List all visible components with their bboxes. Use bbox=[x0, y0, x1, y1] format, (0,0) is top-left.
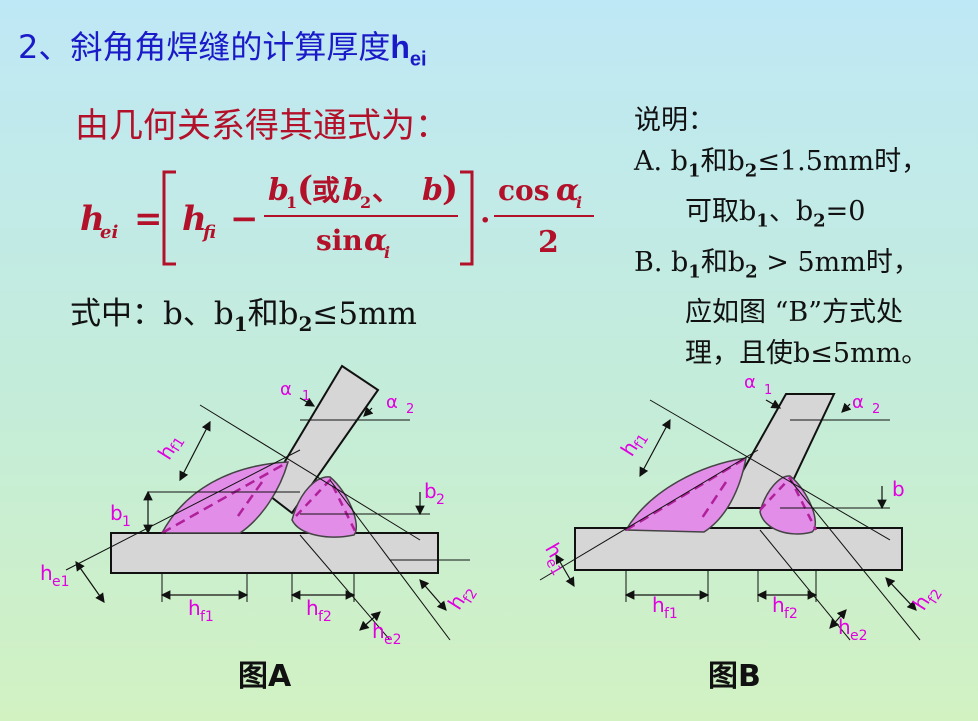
formula-two: 2 bbox=[538, 225, 559, 260]
formula-lhs-sub: ei bbox=[100, 222, 118, 243]
dimension-arrows bbox=[75, 397, 447, 631]
weld-left-dash bbox=[625, 456, 747, 532]
figure-b-caption: 图B bbox=[708, 659, 761, 694]
svg-text:f1: f1 bbox=[664, 606, 678, 622]
condition-post: ≤5mm bbox=[312, 296, 417, 332]
svg-text:α: α bbox=[852, 392, 864, 413]
construction-lines bbox=[65, 404, 470, 641]
formula-den-alpha-sub: i bbox=[384, 243, 390, 262]
formula-paren-open: ( bbox=[297, 169, 313, 209]
svg-text:α: α bbox=[386, 392, 398, 413]
formula-minus: − bbox=[230, 199, 259, 239]
svg-text:f2: f2 bbox=[784, 606, 798, 622]
svg-text:h: h bbox=[372, 619, 385, 643]
note-b-line3: 理，且使b≤5mm。 bbox=[685, 338, 929, 370]
formula-cos: cos bbox=[498, 174, 550, 207]
formula-intro: 由几何关系得其通式为： bbox=[75, 106, 449, 146]
formula-term1: h bbox=[182, 199, 207, 239]
formula-lhs: h bbox=[80, 199, 105, 239]
note-a-line2: 可取b1、b2=0 bbox=[685, 196, 866, 232]
formula-num-b2: b bbox=[342, 173, 363, 208]
condition-pre: 式中：b、b bbox=[70, 296, 234, 332]
svg-text:1: 1 bbox=[122, 514, 131, 530]
slide-title: 2、斜角角焊缝的计算厚度hei bbox=[18, 22, 427, 71]
formula-dot: · bbox=[480, 203, 490, 238]
title-var: h bbox=[390, 29, 410, 65]
svg-text:h: h bbox=[652, 593, 665, 617]
right-bracket bbox=[460, 170, 474, 266]
svg-text:f1: f1 bbox=[200, 609, 214, 625]
svg-text:α: α bbox=[744, 372, 756, 393]
formula-paren-close: ) bbox=[442, 169, 458, 209]
formula-term1-sub: fi bbox=[201, 222, 216, 243]
formula-num-b2-sub: 2 bbox=[360, 193, 371, 212]
weld-left-dash bbox=[161, 460, 289, 535]
title-text: 2、斜角角焊缝的计算厚度 bbox=[18, 28, 391, 66]
svg-text:b: b bbox=[110, 501, 123, 525]
figure-a-caption: 图A bbox=[238, 659, 292, 694]
svg-text:e2: e2 bbox=[384, 632, 402, 648]
weld-right-dash bbox=[759, 475, 818, 531]
formula-eq: = bbox=[134, 199, 163, 239]
construction-lines bbox=[539, 399, 921, 641]
formula-den-alpha: α bbox=[364, 223, 387, 258]
condition-sub1: 1 bbox=[233, 312, 248, 337]
formula-cos-alpha: α bbox=[556, 173, 579, 208]
note-b-line2: 应如图 “B”方式处 bbox=[685, 297, 904, 329]
svg-text:2: 2 bbox=[436, 492, 445, 508]
svg-text:e1: e1 bbox=[52, 574, 70, 590]
svg-text:2: 2 bbox=[872, 402, 880, 417]
svg-text:h: h bbox=[306, 596, 319, 620]
notes-heading: 说明： bbox=[634, 105, 715, 136]
formula-num-b1-sub: 1 bbox=[286, 193, 297, 212]
formula: h ei = h fi − b 1 ( 或 b 2 、 b ) sin α i … bbox=[80, 169, 594, 266]
dimension-arrows bbox=[555, 399, 917, 629]
svg-text:α: α bbox=[280, 379, 292, 400]
svg-text:1: 1 bbox=[764, 383, 772, 398]
formula-num-or: 或 bbox=[312, 174, 340, 207]
weld-right bbox=[759, 475, 817, 535]
condition-line: 式中：b、b1和b2≤5mm bbox=[70, 288, 417, 336]
svg-text:h: h bbox=[188, 596, 201, 620]
formula-num-b1: b bbox=[268, 173, 289, 208]
note-a-line1: A. b1和b2≤1.5mm时， bbox=[634, 146, 929, 182]
weld-right bbox=[291, 476, 358, 538]
base-plate bbox=[110, 532, 439, 574]
svg-text:h: h bbox=[40, 561, 53, 585]
condition-mid: 和b bbox=[247, 296, 299, 332]
svg-text:b: b bbox=[892, 477, 905, 501]
svg-text:e2: e2 bbox=[850, 628, 868, 644]
svg-text:e1: e1 bbox=[542, 555, 565, 578]
svg-text:h: h bbox=[772, 593, 785, 617]
base-plate bbox=[574, 527, 903, 571]
svg-text:2: 2 bbox=[406, 402, 414, 417]
formula-cos-alpha-sub: i bbox=[576, 193, 582, 212]
formula-num-sep: 、 bbox=[372, 174, 400, 207]
inclined-plate bbox=[264, 364, 380, 515]
svg-text:f2: f2 bbox=[318, 609, 332, 625]
left-bracket bbox=[162, 170, 176, 266]
svg-text:1: 1 bbox=[302, 389, 310, 404]
note-b-line1: B. b1和b2 > 5mm时， bbox=[634, 246, 920, 283]
formula-num-b: b bbox=[422, 173, 443, 208]
svg-text:b: b bbox=[424, 479, 437, 503]
condition-sub2: 2 bbox=[298, 312, 313, 337]
formula-den-sin: sin bbox=[316, 224, 363, 257]
svg-text:h: h bbox=[838, 615, 851, 639]
notes-panel: 说明： A. b1和b2≤1.5mm时， 可取b1、b2=0 B. b1和b2 … bbox=[634, 100, 928, 374]
title-var-sub: ei bbox=[409, 48, 427, 71]
